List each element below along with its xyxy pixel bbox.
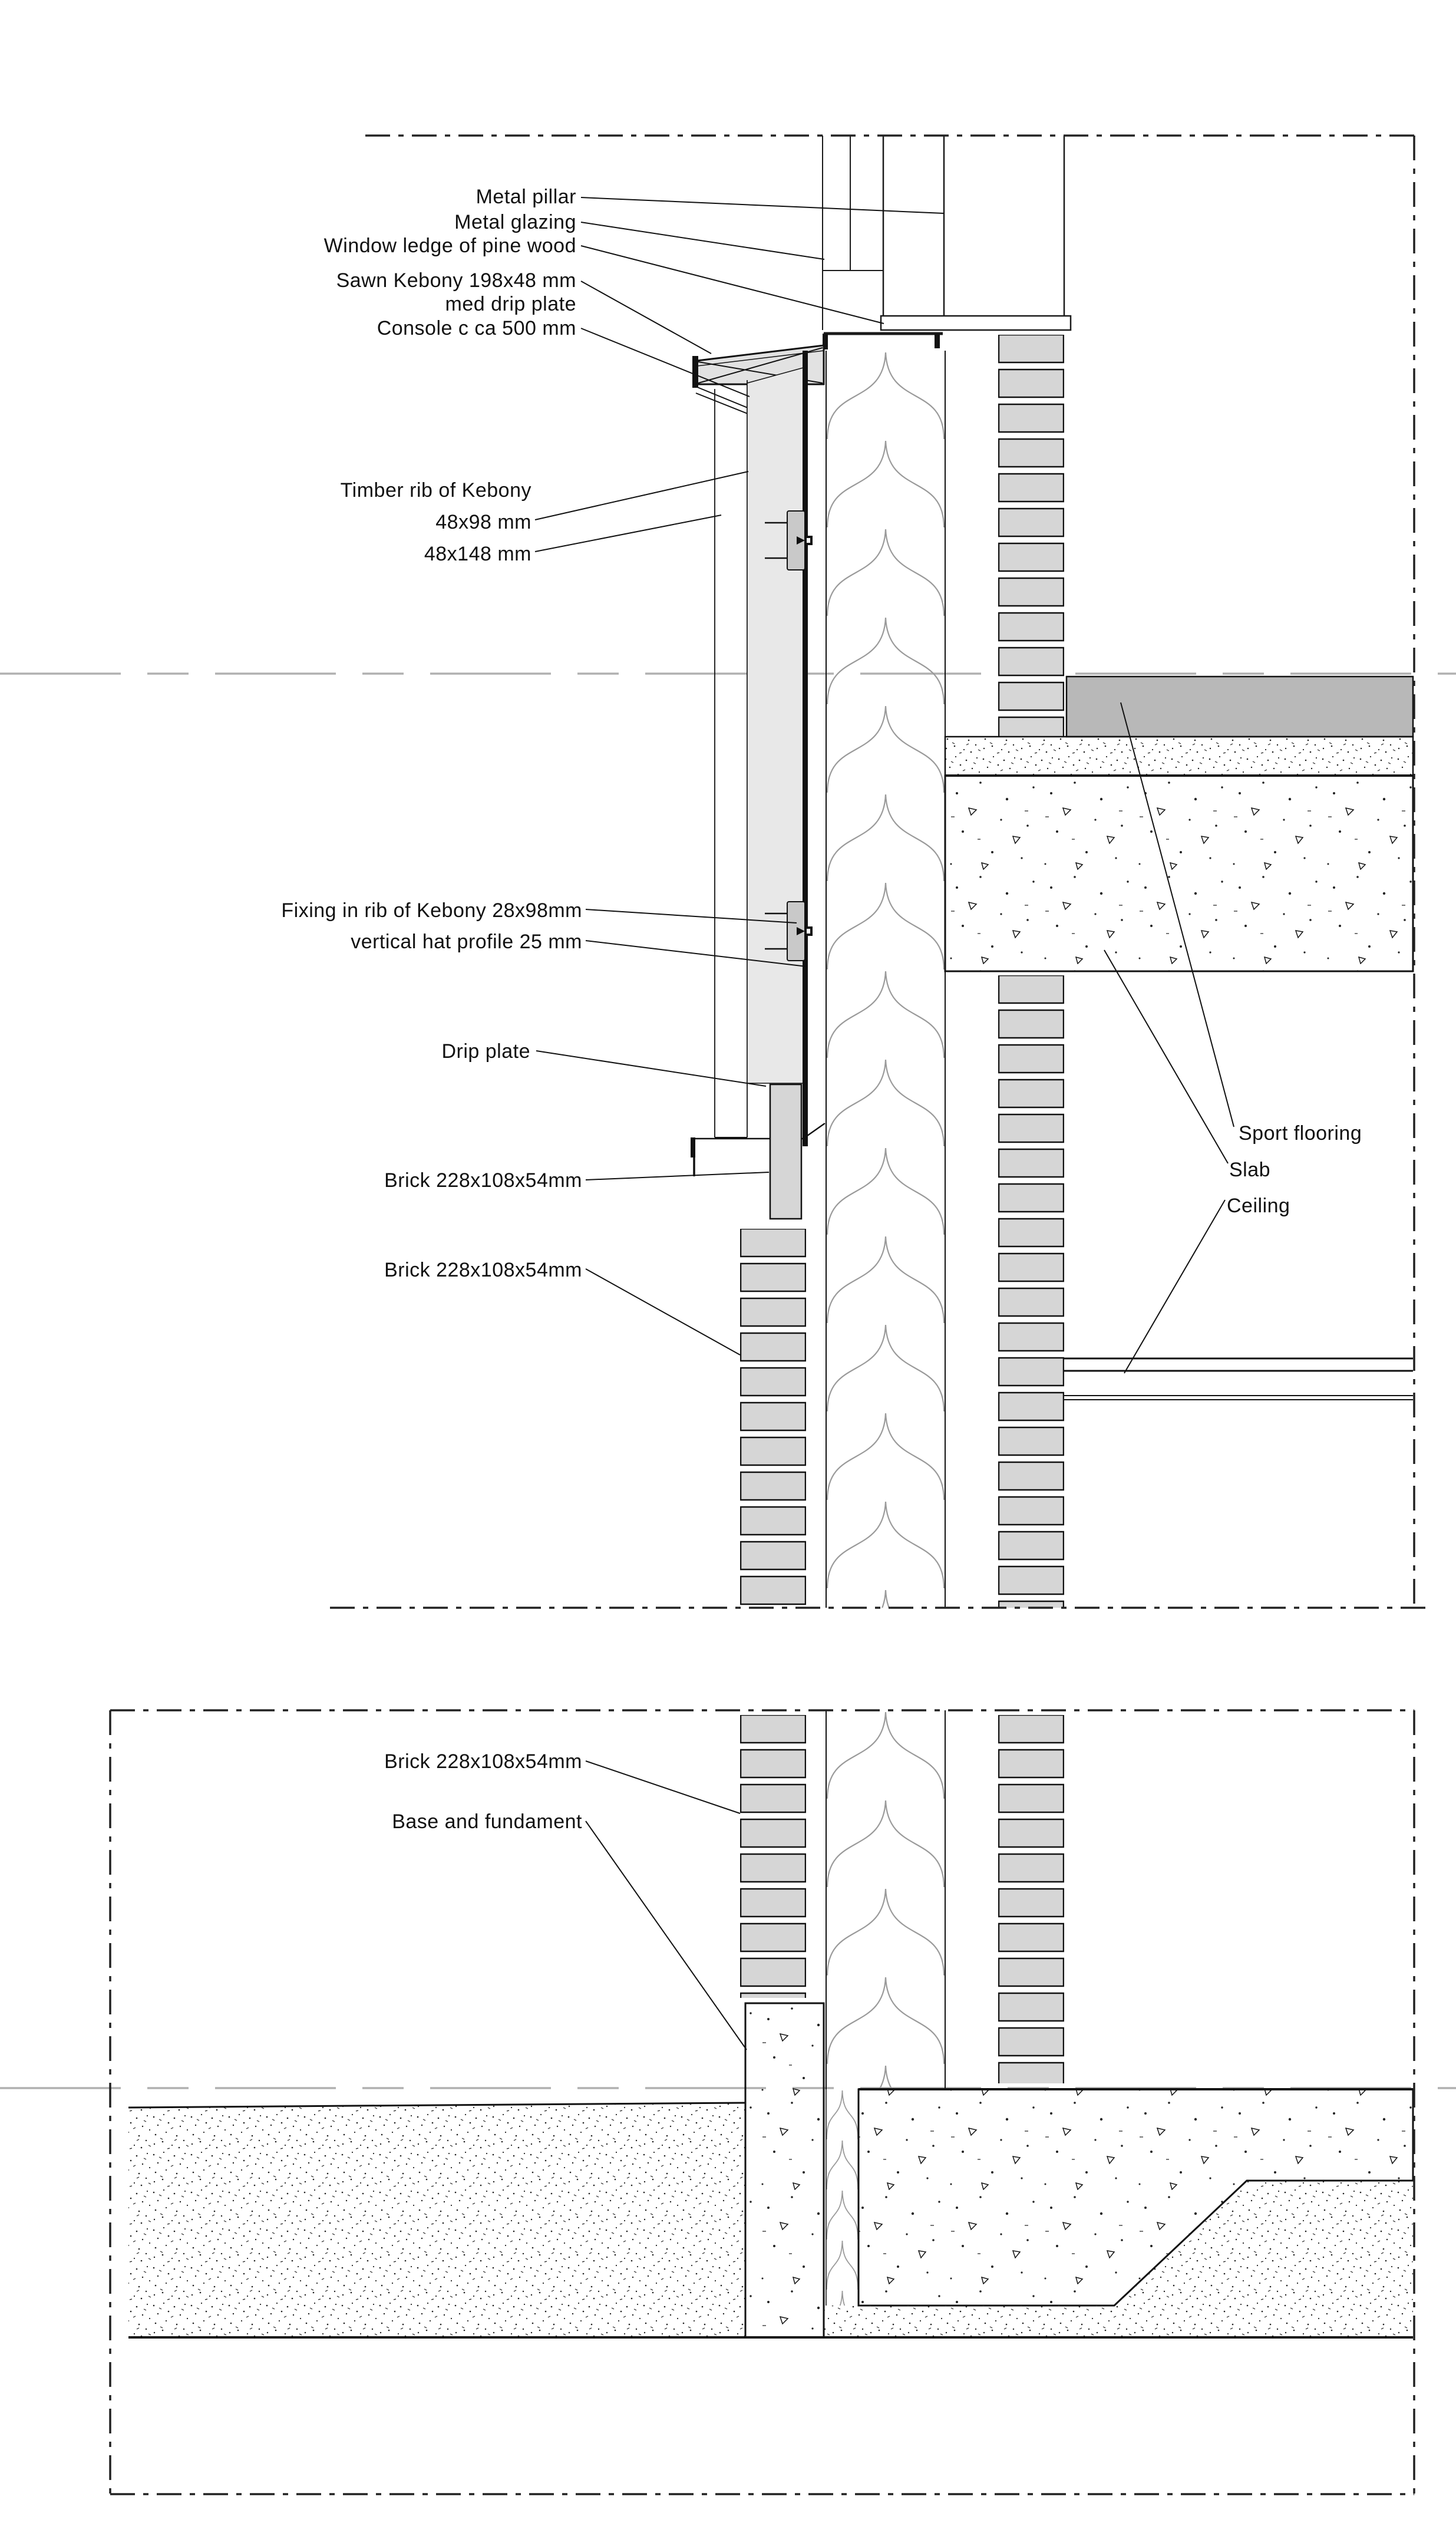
- label-window-ledge: Window ledge of pine wood: [324, 235, 576, 257]
- leader-brick-lower: [585, 1760, 741, 1814]
- label-hat-profile: vertical hat profile 25 mm: [351, 931, 582, 953]
- leader-sawn-kebony: [580, 281, 712, 354]
- leader-console: [580, 328, 750, 397]
- label-sawn-kebony: Sawn Kebony 198x48 mm: [336, 269, 576, 292]
- insulation-batt: [826, 1710, 945, 2089]
- leader-sport-flooring: [1120, 702, 1234, 1127]
- console-kebony-rib: [747, 367, 804, 1084]
- sill-clip-left: [823, 334, 828, 349]
- drip-plate-edge: [691, 1137, 695, 1157]
- concrete-slab: [944, 774, 1414, 972]
- leader-rib-48x98: [534, 471, 749, 520]
- base-fundament-column: [744, 2002, 825, 2339]
- bracket-anchor-notch: [807, 538, 810, 543]
- vertical-hat-profile: [803, 351, 808, 1146]
- leader-hat-profile: [585, 940, 807, 967]
- centerlines-gray: [0, 672, 1456, 2089]
- ground-fill: [128, 2103, 745, 2337]
- exterior-ground: [128, 2102, 746, 2337]
- insulation-lower: [826, 1710, 946, 2089]
- bracket-anchor-arrow: [797, 536, 805, 545]
- label-rib-48x98: 48x98 mm: [435, 511, 531, 533]
- inner-brick-column-below-slab: [998, 975, 1064, 1608]
- sill-end-cap: [692, 356, 698, 388]
- fixing-bracket-upper: [765, 510, 813, 570]
- screed-layer: [944, 736, 1414, 777]
- window-pillar-assembly: [822, 136, 1072, 349]
- gravel-under-slab: [824, 2181, 1413, 2337]
- sport-flooring-strip: [1065, 675, 1414, 738]
- leader-fixing-rib: [585, 909, 797, 924]
- leader-window-ledge: [580, 245, 884, 324]
- label-metal-pillar: Metal pillar: [476, 186, 576, 208]
- label-med-drip-plate: med drip plate: [445, 293, 576, 315]
- label-brick-upper-1: Brick 228x108x54mm: [384, 1169, 582, 1192]
- leader-rib-48x148: [534, 515, 722, 552]
- label-brick-lower: Brick 228x108x54mm: [384, 1750, 582, 1773]
- label-brick-upper-2: Brick 228x108x54mm: [384, 1259, 582, 1281]
- standing-brick: [769, 1083, 803, 1220]
- sill-clip-right: [935, 334, 940, 348]
- label-metal-glazing: Metal glazing: [454, 211, 576, 233]
- insulation-upper: [826, 351, 946, 1608]
- sill-under-drip-2: [695, 393, 751, 415]
- outer-brick-column-upper: [740, 1229, 806, 1608]
- label-ceiling: Ceiling: [1227, 1195, 1290, 1217]
- annotation-labels: Metal pillar Metal glazing Window ledge …: [281, 186, 1362, 1833]
- leader-metal-glazing: [580, 222, 825, 260]
- drip-plate-return: [803, 1122, 826, 1140]
- leader-slab: [1104, 949, 1229, 1164]
- perimeter-insulation-strip: [826, 2089, 859, 2306]
- outer-brick-column-lower: [740, 1715, 806, 1998]
- leader-drip-plate: [536, 1050, 767, 1087]
- leader-lines: [534, 197, 1234, 2050]
- label-sport-flooring: Sport flooring: [1239, 1122, 1362, 1145]
- inner-brick-column-above-slab: [998, 335, 1064, 737]
- bracket-anchor-notch: [807, 929, 810, 934]
- insulation-batt: [826, 351, 945, 1608]
- leader-brick-upper-2: [585, 1268, 741, 1356]
- label-timber-rib: Timber rib of Kebony: [341, 479, 531, 502]
- label-base-fundament: Base and fundament: [392, 1810, 582, 1833]
- leader-brick-upper-1: [585, 1172, 770, 1180]
- label-rib-48x148: 48x148 mm: [424, 543, 531, 565]
- leader-base-fundament: [585, 1821, 747, 2050]
- inner-brick-column-lower: [998, 1715, 1064, 2083]
- bracket-anchor-arrow: [797, 927, 805, 935]
- pine-window-ledge: [880, 315, 1072, 331]
- label-slab: Slab: [1229, 1159, 1270, 1181]
- sill-under-drip-1: [695, 386, 751, 410]
- fixing-bracket-lower: [765, 901, 813, 961]
- leader-metal-pillar: [580, 197, 945, 214]
- label-fixing-rib: Fixing in rib of Kebony 28x98mm: [281, 899, 582, 922]
- section-borders: [109, 134, 1432, 2495]
- leader-ceiling: [1124, 1199, 1226, 1374]
- sill-x-brace-2: [698, 347, 823, 384]
- label-console: Console c ca 500 mm: [377, 317, 576, 339]
- timber-cladding-zone: [714, 351, 808, 1146]
- ceiling-lines: [1064, 1357, 1413, 1400]
- insulation-strip: [826, 2089, 859, 2306]
- ground-surface-line: [128, 2102, 746, 2109]
- label-drip-plate: Drip plate: [441, 1040, 530, 1063]
